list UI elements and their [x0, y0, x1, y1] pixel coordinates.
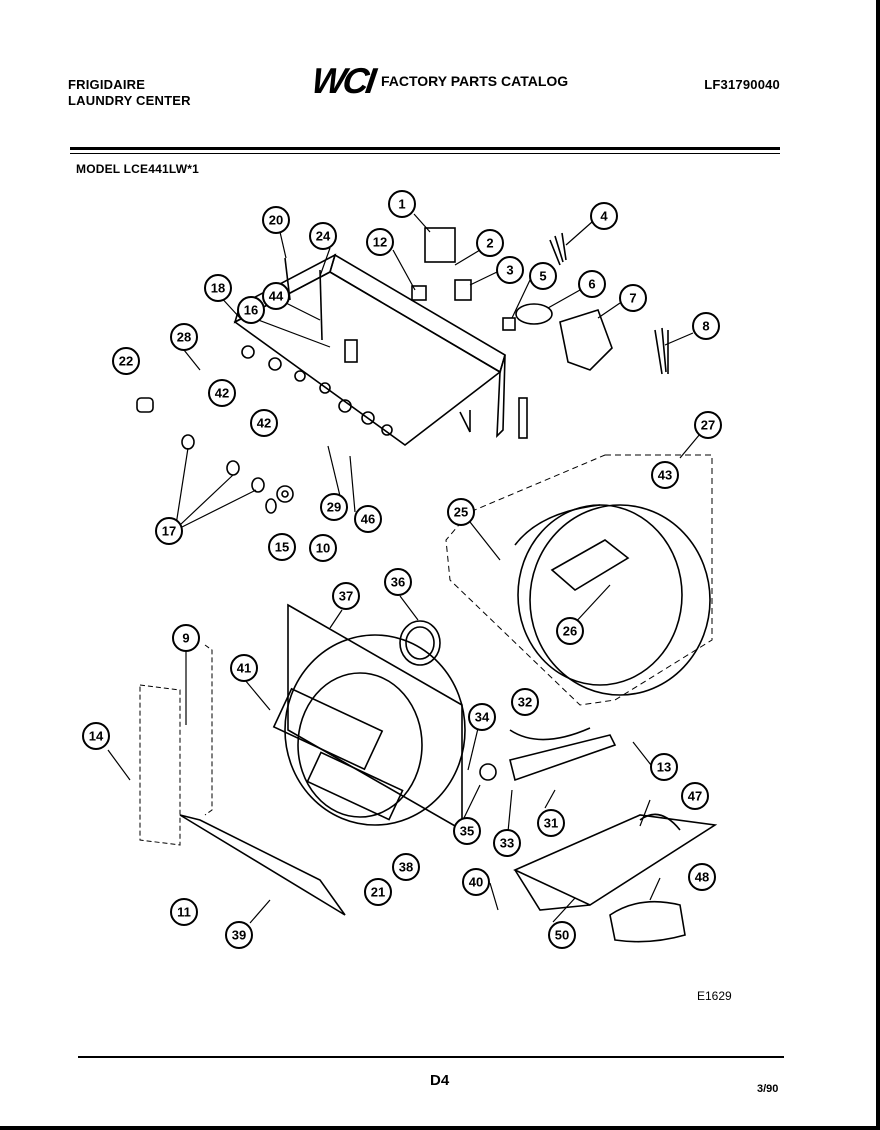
- side-panel-drawing: [139, 684, 181, 846]
- callout-7: 7: [629, 291, 636, 306]
- wire-drawing-32: [509, 727, 591, 741]
- footer-rule: [78, 1056, 784, 1058]
- callout-27: 27: [701, 418, 715, 433]
- callout-48: 48: [695, 870, 709, 885]
- harness-drawing-8: [654, 327, 669, 375]
- callout-39: 39: [232, 928, 246, 943]
- catalog-title: FACTORY PARTS CATALOG: [380, 73, 569, 89]
- callout-4: 4: [600, 209, 608, 224]
- callout-circles: [82, 190, 722, 949]
- callout-3: 3: [506, 263, 513, 278]
- callout-35: 35: [460, 824, 474, 839]
- revision-date: 3/90: [757, 1083, 779, 1095]
- drum-drawing: [445, 454, 713, 706]
- catalog-header: WCI FACTORY PARTS CATALOG: [309, 60, 569, 101]
- callout-46: 46: [361, 512, 375, 527]
- header-rule-thin: [70, 153, 780, 154]
- callout-29: 29: [327, 500, 341, 515]
- toe-panel-drawing: [179, 814, 346, 916]
- switch-drawing: [454, 279, 472, 301]
- callout-14: 14: [89, 729, 104, 744]
- model-label: MODEL LCE441LW*1: [76, 162, 200, 176]
- callout-12: 12: [373, 235, 387, 250]
- callout-47: 47: [688, 789, 702, 804]
- callout-labels: 1 2 3 4 5 6 7 8 9 10 11 12 13 14 15 16 1…: [89, 197, 715, 943]
- callout-5: 5: [539, 269, 546, 284]
- bearing-drawing: [479, 763, 497, 781]
- callout-2: 2: [486, 236, 493, 251]
- callout-40: 40: [469, 875, 483, 890]
- callout-42b: 42: [257, 416, 271, 431]
- callout-50: 50: [555, 928, 569, 943]
- switch-small-drawing: [411, 285, 427, 301]
- control-panel-drawing: [233, 253, 528, 446]
- callout-37: 37: [339, 589, 353, 604]
- callout-8: 8: [702, 319, 709, 334]
- callout-1: 1: [398, 197, 405, 212]
- callout-13: 13: [657, 760, 671, 775]
- diagram-code: E1629: [697, 989, 732, 1003]
- callout-11: 11: [177, 905, 191, 920]
- callout-32: 32: [518, 695, 532, 710]
- callout-31: 31: [544, 816, 558, 831]
- harness-drawing-4: [549, 232, 567, 266]
- callout-44: 44: [269, 289, 284, 304]
- callout-28: 28: [177, 330, 191, 345]
- callout-25: 25: [454, 505, 468, 520]
- callout-15: 15: [275, 540, 289, 555]
- terminal-block-drawing: [559, 309, 613, 371]
- header-rule-thick: [70, 147, 780, 150]
- brand-line-1: FRIGIDAIRE: [68, 77, 146, 92]
- leader-lines: [107, 213, 701, 924]
- thermostat-bracket-drawing: [509, 734, 617, 782]
- front-bulkhead-drawing: [272, 603, 466, 832]
- brand-line-2: LAUNDRY CENTER: [68, 93, 191, 108]
- page-number: D4: [430, 1072, 450, 1089]
- callout-33: 33: [500, 836, 514, 851]
- callout-16: 16: [244, 303, 258, 318]
- catalog-number: LF31790040: [704, 77, 780, 92]
- pushbutton-drawing: [502, 317, 516, 331]
- callout-38: 38: [399, 860, 413, 875]
- callout-22: 22: [119, 354, 133, 369]
- callout-34: 34: [475, 710, 490, 725]
- callout-9: 9: [182, 631, 189, 646]
- timer-drawing: [424, 227, 456, 263]
- callout-43: 43: [658, 468, 672, 483]
- callout-6: 6: [588, 277, 595, 292]
- callout-42a: 42: [215, 386, 229, 401]
- buzzer-drawing: [515, 303, 553, 325]
- callout-10: 10: [316, 541, 330, 556]
- knob-drawing-22: [136, 397, 154, 413]
- duct-drawing: [609, 900, 686, 943]
- callout-20: 20: [269, 213, 283, 228]
- callout-36: 36: [391, 575, 405, 590]
- callout-24: 24: [316, 229, 331, 244]
- callout-17: 17: [162, 524, 176, 539]
- callout-41: 41: [237, 661, 251, 676]
- callout-18: 18: [211, 281, 225, 296]
- callout-21: 21: [371, 885, 385, 900]
- callout-26: 26: [563, 624, 577, 639]
